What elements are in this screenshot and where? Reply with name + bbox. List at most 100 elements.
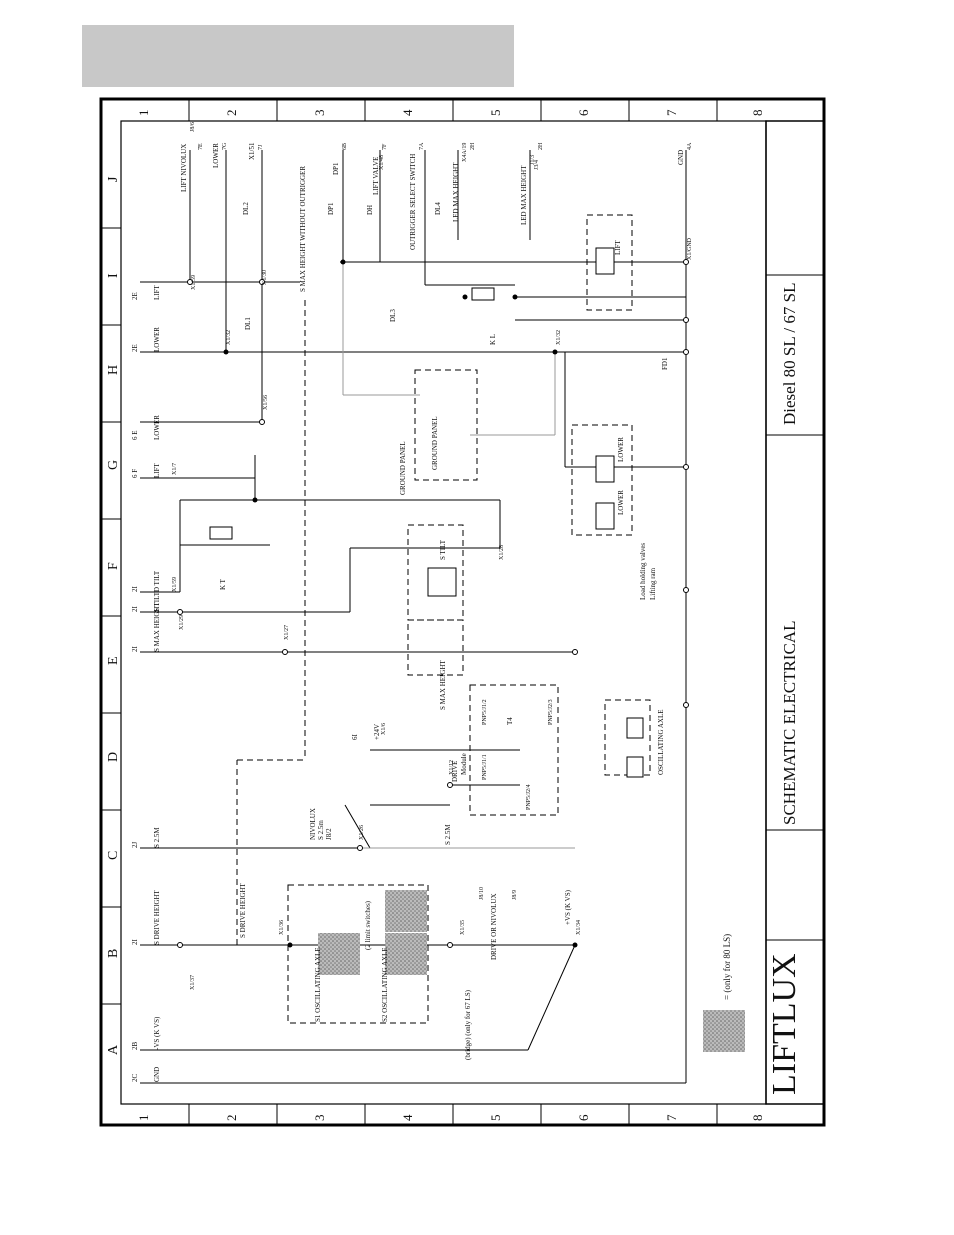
component-s2-osc: S2 OSCILLATING AXLE (381, 947, 389, 1022)
s2-osc-block-a (385, 890, 427, 932)
column-letter: C (106, 851, 121, 860)
column-letter: D (106, 752, 121, 762)
signal-name: S TILT (153, 591, 161, 612)
top-label-code: X4A/19 (462, 143, 468, 162)
terminal-x1-36: X1/36 (279, 920, 285, 935)
terminal-x1-29: X1/29 (179, 615, 185, 630)
component-oscillating-axle: OSCILLATING AXLE (657, 709, 665, 775)
column-letter: J (106, 176, 121, 182)
row-number-top: 3 (312, 110, 327, 117)
top-band (188, 99, 718, 121)
terminal-x1-7: X1/7 (172, 463, 178, 475)
signal-name: LOWER (153, 415, 161, 440)
top-label: GND (677, 150, 685, 165)
row-number-bottom: 4 (400, 1114, 415, 1121)
signal-name: LIFT (153, 285, 161, 301)
top-label-ref: 7J (258, 144, 264, 150)
s2-osc-block-b (385, 933, 427, 975)
terminal-pnp51-1: PNP5/J1/1 (482, 754, 488, 780)
component-load-holding: Load holding valves (639, 543, 647, 600)
tilt-sensor (427, 567, 457, 597)
terminal-x1-12: X1/12 (449, 760, 455, 775)
s1-osc-block (318, 933, 360, 975)
wiring (140, 150, 687, 1084)
row-number-top: 8 (750, 110, 765, 117)
terminal-x1-28: X1/28 (499, 545, 505, 560)
signal-code: 6I (351, 734, 359, 741)
grey-wires (342, 262, 575, 849)
top-label: DP1 (332, 162, 340, 175)
signal-code: 2I (131, 646, 139, 653)
terminal-x1-6: X1/6 (381, 723, 387, 735)
component-vs-kvs: +VS (K VS) (564, 889, 572, 925)
signal-code: 2B (131, 1042, 139, 1051)
row-number-bottom: 1 (136, 1115, 151, 1122)
terminal-j8-9: J8/9 (512, 890, 518, 900)
coil-osc-1 (626, 717, 644, 739)
signal-code: 2J (131, 842, 139, 849)
top-label-ref: 7F (382, 143, 388, 150)
top-label-ref: 7A (419, 142, 425, 150)
terminal-j3-5: J3/4 (534, 160, 540, 170)
top-label: LIFT VALVE (372, 157, 380, 195)
component-dl2: DL2 (242, 202, 250, 215)
terminal-pnp52-4: PNP5/J2/4 (526, 784, 532, 810)
signal-name: S 2.5M (153, 827, 161, 848)
top-label: LED MAX HEIGHT (452, 162, 460, 222)
component-lift: LIFT (614, 240, 622, 256)
top-label: LIFT NIVOLUX (180, 144, 188, 192)
signal-name: D TILT (153, 570, 161, 592)
relay-kt (209, 526, 233, 540)
row-number-bottom: 8 (750, 1115, 765, 1122)
brand-logo: LIFTLUX (766, 953, 803, 1095)
column-letter: H (106, 365, 121, 375)
terminal-x1-26: X1/26 (359, 825, 365, 840)
row-number-bottom: 6 (576, 1114, 591, 1121)
component-kt: K T (219, 578, 227, 590)
component-ground-panel: GROUND PANEL (399, 441, 407, 495)
signal-name: S MAX HEIGHT (153, 602, 161, 653)
top-label-ref: 6B (342, 143, 348, 150)
terminal-x1-48: X1/48 (379, 155, 385, 170)
terminal-x1-32: X1/32 (226, 330, 232, 345)
component-s1-osc: S1 OSCILLATING AXLE (314, 947, 322, 1022)
column-letter: I (106, 273, 121, 278)
signal-name: -VS (K VS) (153, 1016, 161, 1050)
top-label-code: J1/3 (530, 155, 536, 165)
row-number-top: 1 (136, 110, 151, 117)
component-dl1: DL1 (244, 317, 252, 330)
signal-name: LOWER (153, 327, 161, 352)
column-letter: E (106, 656, 121, 665)
component-nivolux-s: S 2.5m (317, 820, 325, 840)
signal-code: 6 F (131, 469, 139, 478)
terminal-x1-gnd: X1/GND (687, 237, 693, 260)
column-letter: B (106, 949, 121, 958)
drawing-title: SCHEMATIC ELECTRICAL (780, 621, 799, 825)
terminal-x1-27: X1/27 (284, 625, 290, 640)
row-number-bottom: 3 (312, 1115, 327, 1122)
component-kl: K L (489, 334, 497, 345)
component-s-drive-height: S DRIVE HEIGHT (239, 882, 247, 938)
junctions (223, 259, 578, 948)
signal-code: 2I (131, 586, 139, 593)
signal-code: 6 E (131, 430, 139, 440)
terminal-pnp52-3: PNP5/J2/3 (548, 699, 554, 725)
legend-swatch (703, 1010, 745, 1052)
terminal-x1-34: X1/34 (576, 920, 582, 935)
title-block (765, 120, 825, 1105)
top-label-ref: 7G (222, 142, 228, 150)
component-nivolux-j: J8/2 (325, 828, 333, 840)
terminal-x1-59b: X1/59 (191, 275, 197, 290)
component-lifting-ram: Lifting ram (649, 567, 657, 600)
signal-code: 2E (131, 344, 139, 352)
row-number-top: 2 (224, 110, 239, 117)
top-label-ref: 2H (470, 142, 476, 150)
signal-name: S DRIVE HEIGHT (153, 889, 161, 945)
legend-text: = (only for 80 LS) (722, 934, 732, 1000)
component-lower2: LOWER (617, 490, 625, 515)
top-label: S MAX HEIGHT WITHOUT OUTRIGGER (299, 166, 307, 292)
row-number-top: 6 (576, 109, 591, 116)
